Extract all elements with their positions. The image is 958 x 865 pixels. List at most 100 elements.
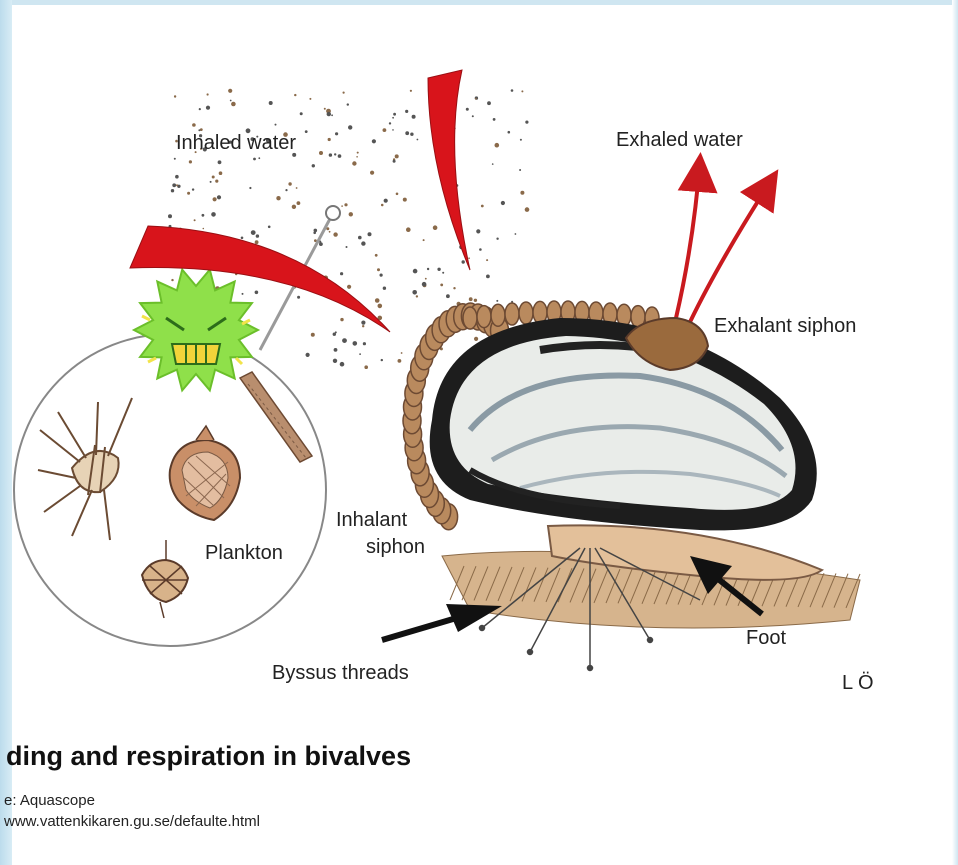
water-particle bbox=[249, 187, 251, 189]
water-particle bbox=[331, 114, 333, 116]
water-particle bbox=[344, 203, 347, 206]
water-particle bbox=[433, 225, 438, 230]
water-particle bbox=[417, 139, 419, 141]
water-particle bbox=[437, 268, 440, 271]
water-particle bbox=[389, 122, 391, 124]
water-particle bbox=[297, 296, 300, 299]
water-particle bbox=[472, 115, 474, 117]
water-particle bbox=[207, 93, 209, 95]
water-particle bbox=[343, 92, 345, 94]
water-particle bbox=[446, 294, 450, 298]
water-particle bbox=[319, 151, 323, 155]
water-particle bbox=[466, 108, 469, 111]
water-particle bbox=[217, 195, 221, 199]
water-particle bbox=[199, 108, 201, 110]
water-particle bbox=[525, 207, 530, 212]
water-particle bbox=[348, 125, 352, 129]
water-particle bbox=[276, 196, 280, 200]
water-particle bbox=[492, 163, 494, 165]
water-particle bbox=[475, 98, 477, 100]
water-particle bbox=[423, 239, 425, 241]
water-particle bbox=[393, 113, 396, 116]
water-particle bbox=[511, 89, 514, 92]
water-particle bbox=[215, 180, 218, 183]
water-particle bbox=[493, 118, 496, 121]
caption-title: ding and respiration in bivalves bbox=[6, 741, 411, 772]
water-particle bbox=[405, 110, 408, 113]
water-particle bbox=[393, 160, 396, 163]
water-particle bbox=[268, 226, 271, 229]
water-particle bbox=[334, 348, 338, 352]
water-particle bbox=[342, 338, 347, 343]
label-plankton: Plankton bbox=[205, 542, 283, 564]
water-particle bbox=[520, 139, 522, 141]
water-particle bbox=[476, 229, 480, 233]
water-particle bbox=[168, 214, 172, 218]
water-particle bbox=[519, 169, 521, 171]
water-particle bbox=[292, 205, 296, 209]
water-particle bbox=[285, 189, 287, 191]
author-mark: L Ö bbox=[842, 672, 874, 694]
label-foot: Foot bbox=[746, 627, 786, 649]
water-particle bbox=[340, 318, 343, 321]
water-particle bbox=[384, 199, 388, 203]
water-particle bbox=[515, 233, 517, 235]
water-particle bbox=[405, 131, 409, 135]
water-particle bbox=[338, 154, 342, 158]
label-byssus-threads: Byssus threads bbox=[272, 662, 409, 684]
water-particle bbox=[258, 157, 260, 159]
siphon-tentacle bbox=[463, 307, 477, 329]
water-particle bbox=[242, 293, 244, 295]
water-particle bbox=[479, 248, 482, 251]
siphon-tentacle bbox=[491, 304, 505, 326]
water-particle bbox=[375, 298, 380, 303]
bivalve-diagram: Inhaled water Exhaled water Exhalant sip… bbox=[0, 0, 958, 730]
water-particle bbox=[230, 100, 232, 102]
water-particle bbox=[368, 232, 372, 236]
water-particle bbox=[297, 201, 301, 205]
byssus-pointer-arrow bbox=[382, 604, 502, 640]
water-particle bbox=[481, 205, 484, 208]
water-particle bbox=[175, 175, 179, 179]
water-particle bbox=[396, 193, 399, 196]
water-particle bbox=[255, 240, 259, 244]
water-particle bbox=[203, 228, 205, 230]
water-particle bbox=[501, 201, 505, 205]
water-particle bbox=[311, 333, 315, 337]
water-particle bbox=[381, 204, 384, 207]
water-particle bbox=[212, 176, 215, 179]
water-particle bbox=[427, 268, 429, 270]
water-particle bbox=[410, 133, 413, 136]
water-particle bbox=[198, 129, 200, 131]
water-particle bbox=[228, 89, 232, 93]
water-particle bbox=[324, 108, 326, 110]
siphon-tentacle bbox=[519, 302, 533, 324]
water-particle bbox=[174, 158, 176, 160]
exhaled-water-arrows bbox=[676, 160, 774, 322]
water-particle bbox=[312, 164, 315, 167]
water-particle bbox=[172, 183, 176, 187]
water-particle bbox=[333, 232, 337, 236]
label-inhaled-water: Inhaled water bbox=[176, 132, 296, 154]
water-particle bbox=[275, 124, 277, 126]
water-particle bbox=[416, 295, 418, 297]
water-particle bbox=[353, 341, 358, 346]
water-particle bbox=[241, 237, 244, 240]
water-particle bbox=[392, 129, 394, 131]
water-particle bbox=[474, 337, 478, 341]
water-particle bbox=[383, 128, 387, 132]
water-particle bbox=[375, 254, 378, 257]
water-particle bbox=[314, 229, 318, 233]
water-particle bbox=[329, 231, 331, 233]
water-particle bbox=[474, 299, 477, 302]
water-particle bbox=[174, 95, 176, 97]
water-particle bbox=[486, 259, 488, 261]
water-particle bbox=[253, 158, 256, 161]
water-particle bbox=[487, 101, 491, 105]
inflow-arrow-top bbox=[428, 70, 470, 270]
water-particle bbox=[508, 131, 511, 134]
water-particle bbox=[361, 321, 365, 325]
water-particle bbox=[422, 282, 427, 287]
water-particle bbox=[453, 287, 455, 289]
water-particle bbox=[412, 115, 416, 119]
